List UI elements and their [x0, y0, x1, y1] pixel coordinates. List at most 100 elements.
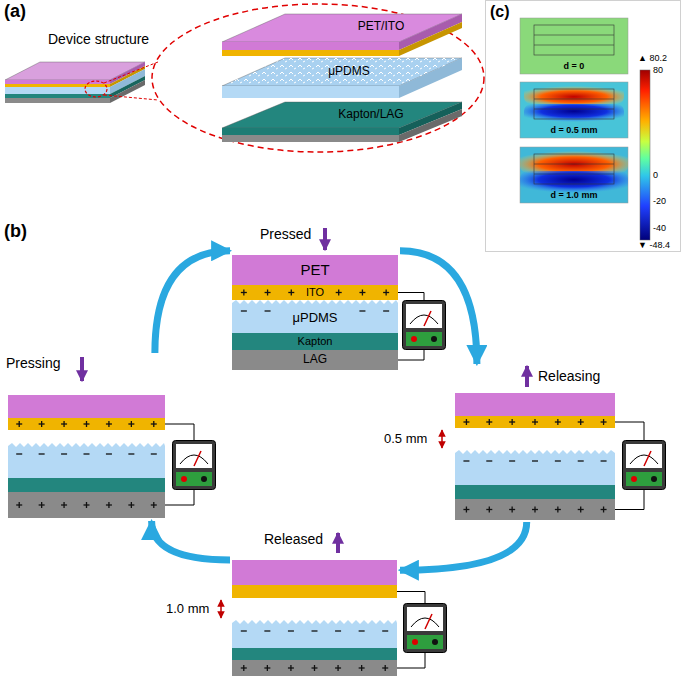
ito-layer: [232, 285, 398, 300]
layer-label: ITO: [306, 286, 324, 298]
positive-charge: [489, 419, 490, 425]
layer-front-face: [222, 135, 399, 142]
dimension-arrow: [220, 600, 222, 618]
caption-text: Device structure: [48, 32, 149, 47]
pet-layer: [232, 255, 398, 285]
lag-layer: [232, 350, 398, 370]
dimension-label: 0.5 mm: [384, 432, 427, 446]
positive-charge: [385, 290, 386, 296]
lag-layer: [455, 499, 615, 520]
layer-front-face: [5, 87, 110, 94]
positive-charge: [466, 419, 467, 425]
kapton-layer: [455, 485, 615, 499]
plot-label: d = 0.5 mm: [551, 126, 598, 136]
positive-charge: [580, 507, 581, 513]
layer-front-face: [5, 80, 110, 84]
cycle-arrow: [155, 251, 230, 353]
positive-charge: [63, 421, 64, 427]
negative-charge: [359, 310, 365, 311]
zoom-line: [104, 95, 158, 100]
positive-charge: [603, 419, 604, 425]
layer-front-face: [222, 86, 399, 98]
positive-charge: [338, 290, 339, 296]
plot-label: d = 0: [564, 62, 585, 72]
wire: [615, 490, 644, 510]
positive-charge: [86, 421, 87, 427]
positive-charge: [534, 419, 535, 425]
lag-layer: [8, 492, 165, 518]
field-plot-box: d = 1.0 mm: [520, 147, 628, 203]
layer-label: μPDMS: [292, 311, 337, 325]
positive-charge: [131, 502, 132, 508]
layer-outline: [534, 89, 614, 119]
motion-arrow: [80, 357, 84, 381]
positive-charge: [557, 419, 558, 425]
positive-charge: [108, 421, 109, 427]
layer-front-face: [222, 128, 399, 135]
pdms-layer: [455, 450, 615, 485]
dimension-label: 1.0 mm: [166, 602, 209, 616]
layer-outline: [534, 35, 614, 36]
state-box: Pressing: [4, 353, 168, 521]
negative-charge: [463, 460, 469, 461]
pet-layer: [455, 393, 615, 416]
positive-charge: [243, 665, 244, 671]
dimension-arrow: [441, 430, 443, 448]
positive-charge: [314, 665, 315, 671]
positive-charge: [108, 502, 109, 508]
positive-charge: [362, 290, 363, 296]
colorbar-tick: 0: [653, 171, 658, 181]
state-box: Released: [230, 531, 400, 676]
negative-charge: [39, 453, 45, 454]
field-positive: [520, 151, 628, 173]
layer-label-box: μPDMS: [318, 63, 380, 81]
layer-outline: [534, 109, 614, 110]
layer-label: Kapton/LAG: [338, 108, 403, 121]
layer-front-face: [5, 84, 110, 87]
wire: [398, 350, 424, 360]
field-negative: [524, 104, 624, 122]
pet-layer: [8, 395, 165, 418]
positive-charge: [466, 507, 467, 513]
kapton-layer: [232, 648, 397, 660]
negative-charge: [61, 453, 67, 454]
state-label: Pressed: [260, 227, 311, 242]
negative-charge: [486, 460, 492, 461]
positive-charge: [153, 502, 154, 508]
colorbar-max: ▲ 80.2: [638, 54, 667, 64]
wire: [398, 293, 424, 301]
positive-charge: [41, 421, 42, 427]
motion-arrow: [525, 366, 529, 387]
negative-charge: [532, 460, 538, 461]
field-plot: [520, 18, 628, 74]
positive-charge: [557, 507, 558, 513]
ito-layer: [8, 418, 165, 430]
negative-charge: [555, 460, 561, 461]
state-box: PressedPETITOμPDMSKaptonLAG: [230, 226, 400, 372]
ito-layer: [455, 416, 615, 428]
negative-charge: [359, 630, 365, 631]
positive-charge: [63, 502, 64, 508]
positive-charge: [511, 419, 512, 425]
wire: [165, 490, 194, 505]
layer-label: PET/ITO: [358, 20, 404, 33]
pdms-layer-box: μPDMS: [232, 303, 398, 333]
electrometer-icon: [403, 301, 446, 350]
pdms-layer: [232, 620, 397, 648]
layer-outline: [534, 164, 614, 165]
layer-label-box: Kapton/LAG: [330, 106, 412, 124]
wire: [165, 424, 194, 440]
positive-charge: [534, 507, 535, 513]
positive-charge: [19, 502, 20, 508]
layer-front-face: [222, 50, 399, 56]
zoom-ellipse: [152, 4, 484, 152]
kapton-layer: [232, 333, 398, 350]
positive-charge: [291, 290, 292, 296]
layer-label: PET: [300, 262, 329, 279]
negative-charge: [264, 630, 270, 631]
panel-frame: [486, 1, 681, 252]
kapton-layer-box: Kapton: [232, 333, 398, 350]
layer-outline: [534, 45, 614, 46]
pdms-layer: [8, 443, 165, 478]
